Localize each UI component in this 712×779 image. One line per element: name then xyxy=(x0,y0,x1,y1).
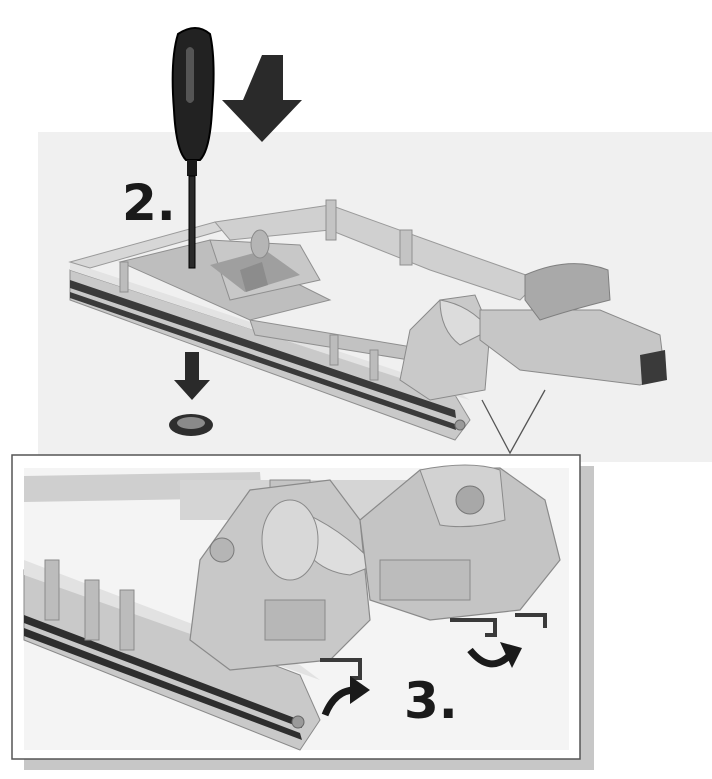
down-arrow-icon xyxy=(174,352,210,400)
step-3-label: 3. xyxy=(404,672,458,730)
cone xyxy=(439,299,491,346)
step-2-label: 2. xyxy=(122,174,176,232)
detail-zoom-view xyxy=(23,464,569,751)
curved-arrow-icon xyxy=(467,642,522,668)
callout-lines xyxy=(481,389,546,455)
curved-arrow-icon xyxy=(321,676,370,717)
screwdriver-icon xyxy=(171,27,215,269)
gasket-ring-icon xyxy=(169,414,213,436)
upper-frame-assembly xyxy=(68,199,667,441)
down-arrow-icon xyxy=(222,55,302,142)
